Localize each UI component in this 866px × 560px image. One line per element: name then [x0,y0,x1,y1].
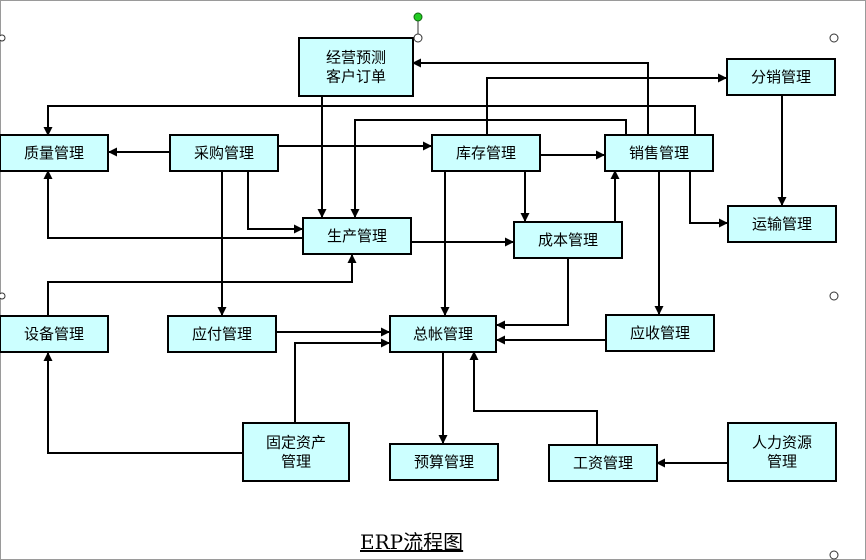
diagram-title: ERP流程图 [360,530,464,554]
node-payable[interactable]: 应付管理 [167,315,277,353]
connection-lines [43,58,787,468]
node-payable-box[interactable] [167,315,277,353]
edge-purchase-to-production [247,170,303,234]
selection-handles[interactable] [0,12,839,560]
rotate-handle[interactable] [413,12,423,22]
node-budget[interactable]: 预算管理 [389,443,499,481]
resize-handle-top-right[interactable] [829,33,839,43]
node-quality-label: 质量管理 [24,144,84,162]
resize-handle-right[interactable] [829,291,839,301]
node-salary-box[interactable] [548,444,658,482]
node-cost-box[interactable] [513,221,623,259]
node-hr-label: 管理 [767,453,797,471]
node-sales-box[interactable] [604,134,714,172]
node-transport-box[interactable] [727,205,837,243]
edge-salary-to-ledger [469,351,598,444]
node-distribution-box[interactable] [726,58,836,96]
node-quality[interactable]: 质量管理 [0,134,109,172]
node-order-label: 客户订单 [326,68,386,86]
edge-sales-to-order [412,58,649,135]
node-receivable[interactable]: 应收管理 [605,314,715,352]
node-production-box[interactable] [302,217,412,255]
node-inventory[interactable]: 库存管理 [431,134,541,172]
node-receivable-label: 应收管理 [630,324,690,342]
node-order-label: 经营预测 [326,49,386,67]
node-transport-label: 运输管理 [752,215,812,233]
edge-cost-to-ledger [496,259,569,330]
node-order-box[interactable] [298,37,414,97]
node-budget-box[interactable] [389,443,499,481]
resize-handle-top-left[interactable] [0,34,6,42]
node-distribution-label: 分销管理 [751,68,811,86]
node-budget-label: 预算管理 [414,453,474,471]
node-cost[interactable]: 成本管理 [513,221,623,259]
node-hr-label: 人力资源 [752,434,812,452]
node-production[interactable]: 生产管理 [302,217,412,255]
edge-production-to-quality [43,170,302,239]
node-production-label: 生产管理 [327,227,387,245]
node-assets-label: 管理 [281,453,311,471]
resize-handle-bottom-right[interactable] [829,550,839,560]
edge-sales-to-transport [689,171,728,228]
node-sales[interactable]: 销售管理 [604,134,714,172]
node-salary[interactable]: 工资管理 [548,444,658,482]
node-receivable-box[interactable] [605,314,715,352]
node-payable-label: 应付管理 [192,325,252,343]
node-distribution[interactable]: 分销管理 [726,58,836,96]
node-assets-label: 固定资产 [266,434,326,452]
edge-sales-to-quality [43,105,696,136]
resize-handle-top[interactable] [413,33,423,43]
node-salary-label: 工资管理 [573,454,633,472]
node-hr-box[interactable] [727,422,837,482]
node-purchase[interactable]: 采购管理 [169,134,279,172]
resize-handle-left[interactable] [0,292,6,300]
node-inventory-label: 库存管理 [456,144,516,162]
node-inventory-box[interactable] [431,134,541,172]
edge-inventory-to-distribution [486,73,727,135]
node-ledger-label: 总帐管理 [413,325,473,343]
edge-assets-to-ledger [294,338,390,423]
node-cost-label: 成本管理 [538,231,598,249]
node-purchase-label: 采购管理 [194,144,254,162]
node-ledger-box[interactable] [389,315,497,353]
node-ledger[interactable]: 总帐管理 [389,315,497,353]
edge-sales-to-production [350,119,627,218]
edge-equipment-to-production [47,254,357,316]
edge-assets-to-equipment [43,352,243,454]
process-nodes: 经营预测客户订单分销管理质量管理采购管理库存管理销售管理生产管理成本管理运输管理… [0,37,837,482]
node-quality-box[interactable] [0,134,109,172]
node-equipment-label: 设备管理 [24,325,84,343]
node-sales-label: 销售管理 [629,144,689,162]
node-assets-box[interactable] [242,422,350,482]
node-purchase-box[interactable] [169,134,279,172]
node-transport[interactable]: 运输管理 [727,205,837,243]
node-equipment-box[interactable] [0,315,109,353]
node-equipment[interactable]: 设备管理 [0,315,109,353]
